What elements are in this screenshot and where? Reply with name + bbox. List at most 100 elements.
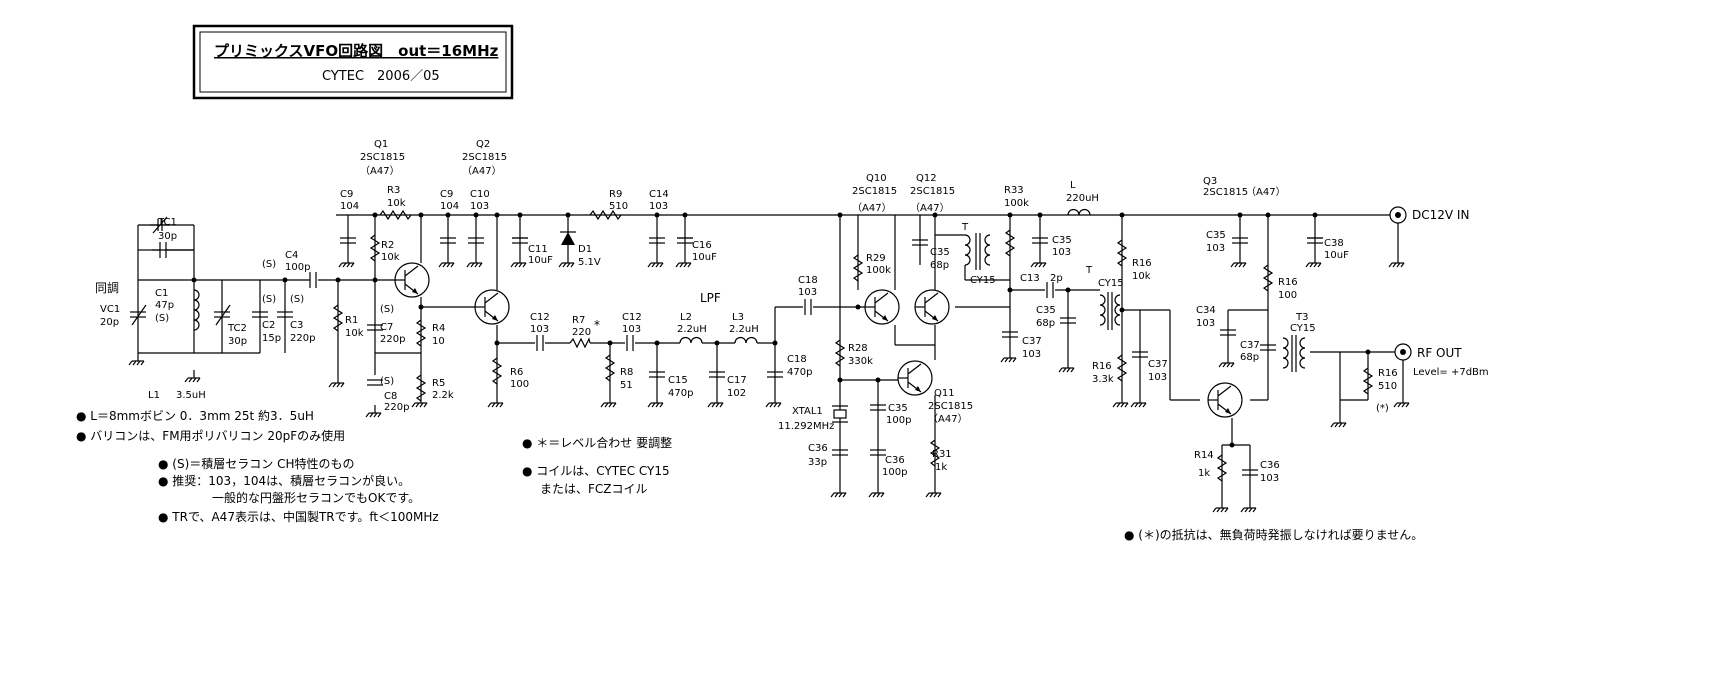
tc1-val: 30p bbox=[158, 231, 177, 242]
c11-val: 10uF bbox=[528, 255, 553, 266]
labels: 同調 LPF DC12V IN RF OUT Level= +7dBm Q1 2… bbox=[76, 139, 1489, 542]
dc-in-label: DC12V IN bbox=[1412, 208, 1469, 222]
r31-ref: R31 bbox=[932, 449, 952, 460]
c36c-val: 103 bbox=[1260, 473, 1279, 484]
q10-mark: （A47） bbox=[852, 202, 892, 214]
c1-ref: C1 bbox=[155, 288, 168, 299]
r16c-val: 100 bbox=[1278, 290, 1297, 301]
symbols bbox=[128, 206, 1412, 513]
c18a-val: 470p bbox=[787, 367, 812, 378]
t1-val: CY15 bbox=[970, 275, 996, 286]
note-level: ● ＊＝レベル合わせ 要調整 bbox=[522, 435, 672, 450]
t2-val: CY15 bbox=[1098, 278, 1124, 289]
d1-ref: D1 bbox=[578, 244, 592, 255]
c12b-ref: C12 bbox=[622, 312, 642, 323]
c37b-val: 103 bbox=[1148, 372, 1167, 383]
c35c-val: 103 bbox=[1052, 247, 1071, 258]
c35d-val: 68p bbox=[1036, 318, 1055, 329]
c8-val: 220p bbox=[384, 402, 409, 413]
r1-val: 10k bbox=[345, 328, 364, 339]
l-ref: L bbox=[1070, 180, 1076, 191]
note-varicon: ● バリコンは、FM用ポリバリコン 20pFのみ使用 bbox=[76, 428, 345, 443]
c10-ref: C10 bbox=[470, 189, 490, 200]
c38-ref: C38 bbox=[1324, 238, 1344, 249]
c2-ref: C2 bbox=[262, 320, 275, 331]
vc1-val: 20p bbox=[100, 317, 119, 328]
c9a-ref: C9 bbox=[340, 189, 353, 200]
r7-star: * bbox=[594, 318, 600, 332]
c35a-val: 100p bbox=[886, 415, 911, 426]
c37c-ref: C37 bbox=[1240, 340, 1260, 351]
c35b-ref: C35 bbox=[930, 247, 950, 258]
l1-ref: L1 bbox=[148, 390, 160, 401]
r28-ref: R28 bbox=[848, 343, 868, 354]
r3-val: 10k bbox=[387, 198, 406, 209]
note-coil2: ● コイルは、CYTEC CY15 bbox=[522, 464, 670, 478]
q10-ref: Q10 bbox=[866, 173, 887, 184]
c35d-ref: C35 bbox=[1036, 305, 1056, 316]
q2-mark: （A47） bbox=[462, 165, 502, 177]
l-val: 220uH bbox=[1066, 193, 1099, 204]
r2-val: 10k bbox=[381, 252, 400, 263]
r16d-val: 510 bbox=[1378, 381, 1397, 392]
c10-val: 103 bbox=[470, 201, 489, 212]
r16c-ref: R16 bbox=[1278, 277, 1298, 288]
r2-ref: R2 bbox=[381, 240, 394, 251]
r28-val: 330k bbox=[848, 356, 873, 367]
c17-val: 102 bbox=[727, 388, 746, 399]
c13-val: 2p bbox=[1050, 273, 1063, 284]
r9-ref: R9 bbox=[609, 189, 622, 200]
l2-val: 2.2uH bbox=[677, 324, 707, 335]
r8-val: 51 bbox=[620, 380, 633, 391]
c12a-ref: C12 bbox=[530, 312, 550, 323]
c35c-ref: C35 bbox=[1052, 235, 1072, 246]
c16-val: 10uF bbox=[692, 252, 717, 263]
r14-val: 1k bbox=[1198, 468, 1210, 479]
c13-ref: C13 bbox=[1020, 273, 1040, 284]
l3-ref: L3 bbox=[732, 312, 744, 323]
r33-ref: R33 bbox=[1004, 185, 1024, 196]
s-mark-c7: (S) bbox=[380, 304, 394, 315]
s-mark-c3: (S) bbox=[290, 294, 304, 305]
c35a-ref: C35 bbox=[888, 403, 908, 414]
c9b-ref: C9 bbox=[440, 189, 453, 200]
c12a-val: 103 bbox=[530, 324, 549, 335]
c14-val: 103 bbox=[649, 201, 668, 212]
c4-ref: C4 bbox=[285, 250, 298, 261]
r3-ref: R3 bbox=[387, 185, 400, 196]
c7-val: 220p bbox=[380, 334, 405, 345]
r1-ref: R1 bbox=[345, 315, 358, 326]
r14-ref: R14 bbox=[1194, 450, 1214, 461]
c36b-ref: C36 bbox=[885, 455, 905, 466]
q11-ref: Q11 bbox=[934, 388, 955, 399]
c2-val: 15p bbox=[262, 333, 281, 344]
rf-out-label: RF OUT bbox=[1417, 346, 1462, 360]
c12b-val: 103 bbox=[622, 324, 641, 335]
c16-ref: C16 bbox=[692, 240, 712, 251]
t3-ref: T3 bbox=[1295, 312, 1308, 323]
q3-mark: （A47） bbox=[1246, 186, 1286, 198]
c18b-ref: C18 bbox=[798, 275, 818, 286]
note-coil2b: または、FCZコイル bbox=[540, 482, 648, 496]
q11-part: 2SC1815 bbox=[928, 401, 973, 412]
c38-val: 10uF bbox=[1324, 250, 1349, 261]
s-mark-c2: (S) bbox=[262, 294, 276, 305]
t2-ref: T bbox=[1085, 265, 1093, 276]
c37c-val: 68p bbox=[1240, 352, 1259, 363]
r9-val: 510 bbox=[609, 201, 628, 212]
c4-val: 100p bbox=[285, 262, 310, 273]
c37a-ref: C37 bbox=[1022, 336, 1042, 347]
c17-ref: C17 bbox=[727, 375, 747, 386]
c34-val: 103 bbox=[1196, 318, 1215, 329]
note-tr: ● TRで、A47表示は、中国製TRです。ft＜100MHz bbox=[158, 509, 439, 524]
r8-ref: R8 bbox=[620, 367, 633, 378]
t3-val: CY15 bbox=[1290, 323, 1316, 334]
r16b-val: 3.3k bbox=[1092, 374, 1114, 385]
q3-ref: Q3 bbox=[1203, 176, 1217, 187]
c15-val: 470p bbox=[668, 388, 693, 399]
q12-ref: Q12 bbox=[916, 173, 937, 184]
c9b-val: 104 bbox=[440, 201, 459, 212]
note-coil: ● L＝8mmボビン 0．3mm 25t 約3．5uH bbox=[76, 408, 314, 423]
c15-ref: C15 bbox=[668, 375, 688, 386]
